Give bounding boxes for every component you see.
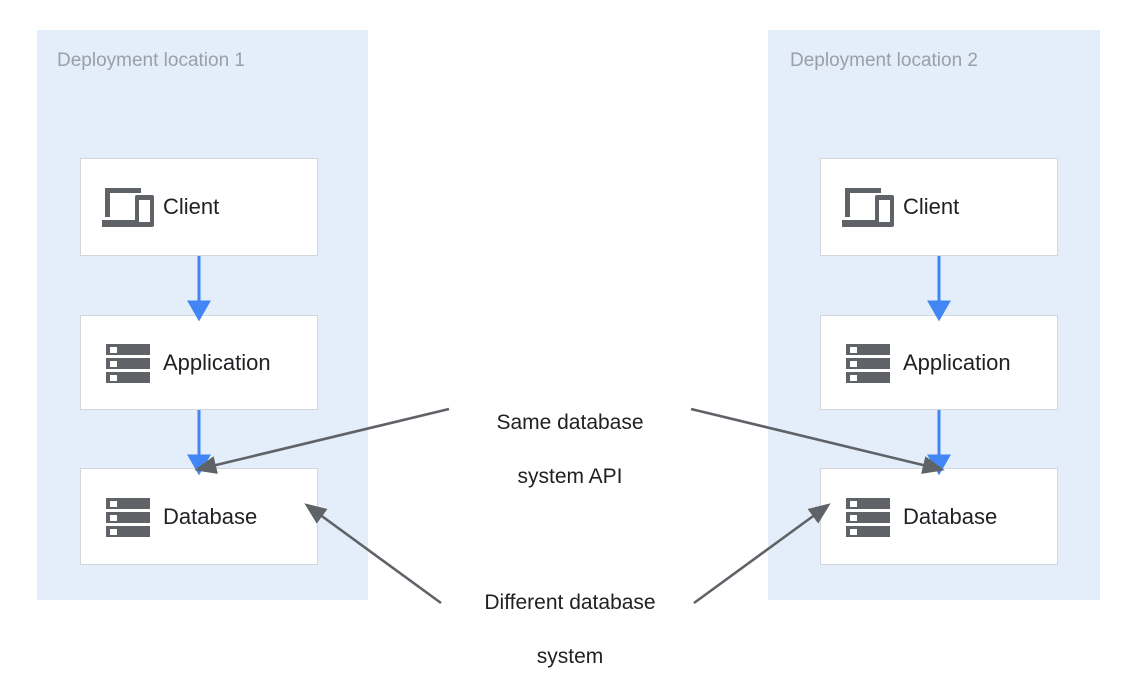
- server-icon: [101, 338, 157, 388]
- panel-title-deployment-location-2: Deployment location 2: [790, 50, 978, 71]
- diagram-canvas: Deployment location 1 Client: [37, 30, 1100, 668]
- devices-icon: [841, 182, 897, 232]
- node-label-application-1: Application: [163, 349, 271, 375]
- node-database-1[interactable]: Database: [80, 468, 318, 565]
- node-application-1[interactable]: Application: [80, 315, 318, 410]
- server-icon: [841, 338, 897, 388]
- server-icon: [101, 492, 157, 542]
- annotation-different-system-line2: system: [536, 645, 604, 668]
- annotation-different-database-system: Different database system: [450, 562, 690, 697]
- node-label-client-1: Client: [163, 194, 220, 219]
- annotation-same-api-line1: Same database: [496, 411, 644, 434]
- node-application-2[interactable]: Application: [820, 315, 1058, 410]
- annotation-same-api-line2: system API: [517, 465, 623, 488]
- panel-title-deployment-location-1: Deployment location 1: [57, 50, 245, 71]
- node-label-client-2: Client: [903, 194, 960, 219]
- annotation-different-system-line1: Different database: [484, 591, 656, 614]
- node-label-application-2: Application: [903, 349, 1011, 375]
- server-icon: [841, 492, 897, 542]
- annotation-same-database-system-api: Same database system API: [455, 382, 685, 517]
- node-label-database-1: Database: [163, 503, 258, 529]
- node-label-database-2: Database: [903, 503, 998, 529]
- node-database-2[interactable]: Database: [820, 468, 1058, 565]
- node-client-1[interactable]: Client: [80, 158, 318, 256]
- devices-icon: [101, 182, 157, 232]
- node-client-2[interactable]: Client: [820, 158, 1058, 256]
